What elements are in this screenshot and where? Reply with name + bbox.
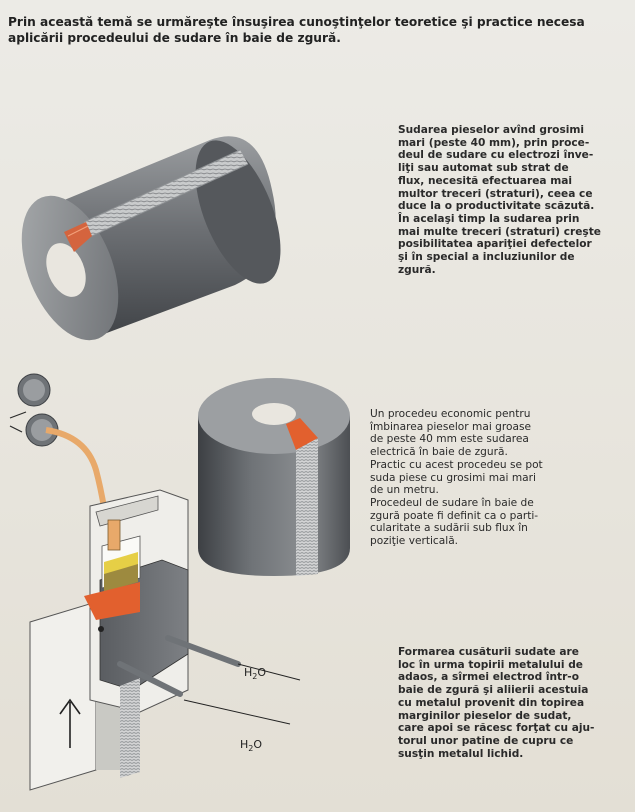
p1-line: În acelaşi timp la sudarea prin bbox=[398, 212, 580, 225]
p2-line: cularitate a sudării sub flux în bbox=[370, 522, 528, 535]
paragraph-electroslag-intro: Un procedeu economic pentru îmbinarea pi… bbox=[370, 408, 610, 548]
p1-line: mari (peste 40 mm), prin proce- bbox=[398, 136, 590, 149]
intro-line-1: Prin această temă se urmăreşte însuşirea… bbox=[8, 15, 585, 29]
p1-line: şi în special a incluziunilor de bbox=[398, 251, 575, 264]
p3-line: marginilor pieselor de sudat, bbox=[398, 709, 572, 722]
vertical-cylinder bbox=[198, 378, 350, 576]
p2-line: de peste 40 mm este sudarea bbox=[370, 433, 529, 446]
p2-line: Practic cu acest procedeu se pot bbox=[370, 458, 543, 471]
paragraph-weld-formation: Formarea cusăturii sudate are loc în urm… bbox=[398, 646, 610, 760]
p3-line: care apoi se răcesc forţat cu aju- bbox=[398, 722, 595, 735]
p3-line: loc în urma topirii metalului de bbox=[398, 658, 583, 671]
water-label-2: H2O bbox=[240, 738, 262, 753]
p2-line: de un metru. bbox=[370, 484, 439, 497]
horizontal-cylinder bbox=[21, 136, 281, 341]
p2-line: suda piese cu grosimi mai mari bbox=[370, 471, 536, 484]
intro-text: Prin această temă se urmăreşte însuşirea… bbox=[8, 14, 632, 46]
p3-line: Formarea cusăturii sudate are bbox=[398, 646, 579, 658]
p3-line: cu metalul provenit din topirea bbox=[398, 696, 585, 709]
p1-line: Sudarea pieselor avînd grosimi bbox=[398, 124, 585, 136]
p2-line: îmbinarea pieselor mai groase bbox=[370, 420, 531, 433]
p1-line: mai multe treceri (straturi) creşte bbox=[398, 225, 601, 238]
p3-line: baie de zgură şi aliierii acestuia bbox=[398, 684, 589, 697]
p1-line: multor treceri (straturi), ceea ce bbox=[398, 187, 593, 200]
p1-line: zgură. bbox=[398, 263, 436, 276]
water-label-1: H2O bbox=[244, 666, 266, 681]
p1-line: posibilitatea apariţiei defectelor bbox=[398, 238, 592, 251]
p2-line: Un procedeu economic pentru bbox=[370, 408, 531, 420]
p2-line: poziţie verticală. bbox=[370, 535, 459, 548]
p2-line: Procedeul de sudare în baie de bbox=[370, 496, 534, 509]
p1-line: flux, necesită efectuarea mai bbox=[398, 174, 573, 187]
p3-line: susţin metalul lichid. bbox=[398, 747, 524, 760]
p3-line: adaos, a sîrmei electrod într-o bbox=[398, 671, 579, 684]
p2-line: electrică în baie de zgură. bbox=[370, 446, 508, 459]
electroslag-apparatus bbox=[9, 373, 301, 791]
p1-line: deul de sudare cu electrozi înve- bbox=[398, 149, 594, 162]
p2-line: zgură poate fi definit ca o parti- bbox=[370, 509, 539, 522]
paragraph-multipass: Sudarea pieselor avînd grosimi mari (pes… bbox=[398, 124, 610, 276]
p1-line: duce la o productivitate scăzută. bbox=[398, 200, 595, 213]
intro-line-2: aplicării procedeului de sudare în baie … bbox=[8, 31, 341, 45]
p3-line: torul unor patine de cupru ce bbox=[398, 734, 574, 747]
p1-line: liţi sau automat sub strat de bbox=[398, 162, 569, 175]
